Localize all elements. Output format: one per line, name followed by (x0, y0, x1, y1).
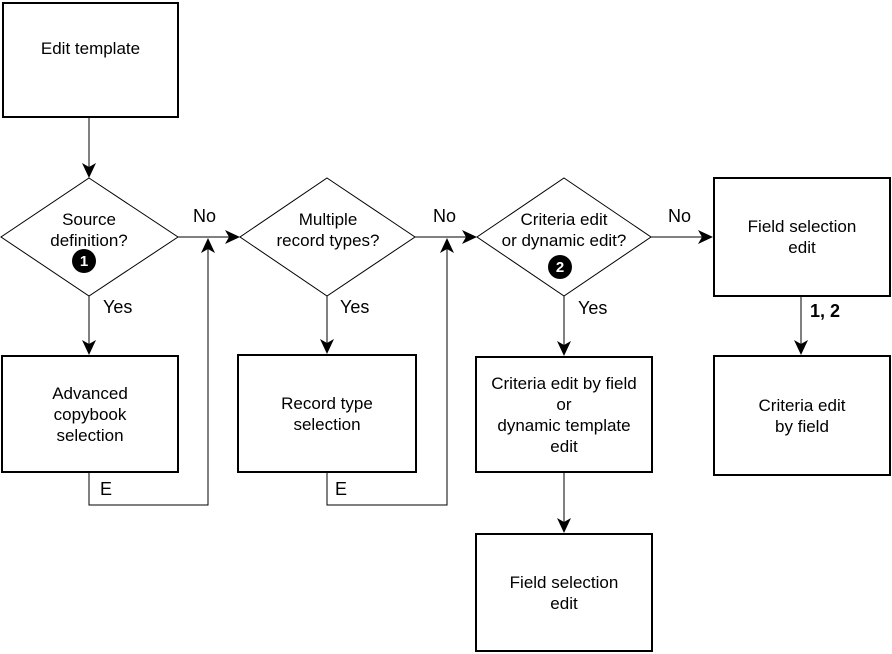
arrow-no-criteria-to-field-selection (651, 230, 713, 244)
decision-source-definition-label: Source definition? (50, 210, 128, 250)
node-field-selection-edit-bottom-label: Field selection edit (509, 572, 619, 613)
edge-label-yes-1: Yes (103, 297, 133, 317)
badge-1: 1 (72, 249, 96, 273)
node-field-selection-edit-bottom: Field selection edit (475, 533, 653, 652)
arrow-e-record-type-feedback (326, 238, 454, 506)
arrow-edit-template-to-source-definition (82, 118, 96, 178)
node-edit-template-label: Edit template (40, 39, 141, 58)
node-criteria-dynamic-edit: Criteria edit by field or dynamic templa… (475, 356, 653, 473)
node-field-selection-edit-top: Field selection edit (713, 177, 891, 297)
node-criteria-dynamic-edit-label: Criteria edit by field or dynamic templa… (491, 373, 637, 456)
arrow-yes-multiple-to-record-type (320, 296, 334, 354)
edge-label-e-1: E (100, 479, 113, 499)
arrow-yes-source-to-advanced-copybook (82, 296, 96, 355)
node-field-selection-edit-top-label: Field selection edit (747, 217, 857, 257)
arrow-no-source-to-multiple (178, 230, 240, 244)
node-advanced-copybook-selection: Advanced copybook selection (1, 355, 179, 473)
badge-2: 2 (548, 255, 572, 279)
arrow-criteria-dynamic-to-field-selection-bottom (557, 473, 571, 533)
edge-label-no-3: No (668, 206, 692, 226)
arrow-yes-criteria-to-criteria-by-field (557, 296, 571, 356)
node-criteria-edit-by-field-label: Criteria edit by field (758, 395, 846, 436)
node-record-type-selection: Record type selection (237, 354, 417, 473)
node-edit-template: Edit template (2, 2, 179, 118)
node-record-type-selection-label: Record type selection (281, 393, 373, 434)
edge-label-1-2: 1, 2 (810, 301, 841, 321)
decision-multiple-record-types-label: Multiple record types? (276, 210, 380, 250)
arrow-field-selection-to-criteria-by-field (794, 297, 808, 355)
edge-label-yes-3: Yes (578, 298, 608, 318)
node-advanced-copybook-selection-label: Advanced copybook selection (52, 383, 128, 445)
edge-label-no-2: No (433, 206, 457, 226)
decision-criteria-or-dynamic-label: Criteria edit or dynamic edit? (501, 210, 627, 250)
arrow-e-advanced-copybook-feedback (88, 238, 215, 506)
node-criteria-edit-by-field: Criteria edit by field (713, 355, 891, 476)
edge-label-e-2: E (335, 479, 348, 499)
edge-label-yes-2: Yes (340, 297, 370, 317)
arrow-no-multiple-to-criteria (415, 230, 477, 244)
edge-label-no-1: No (193, 206, 217, 226)
